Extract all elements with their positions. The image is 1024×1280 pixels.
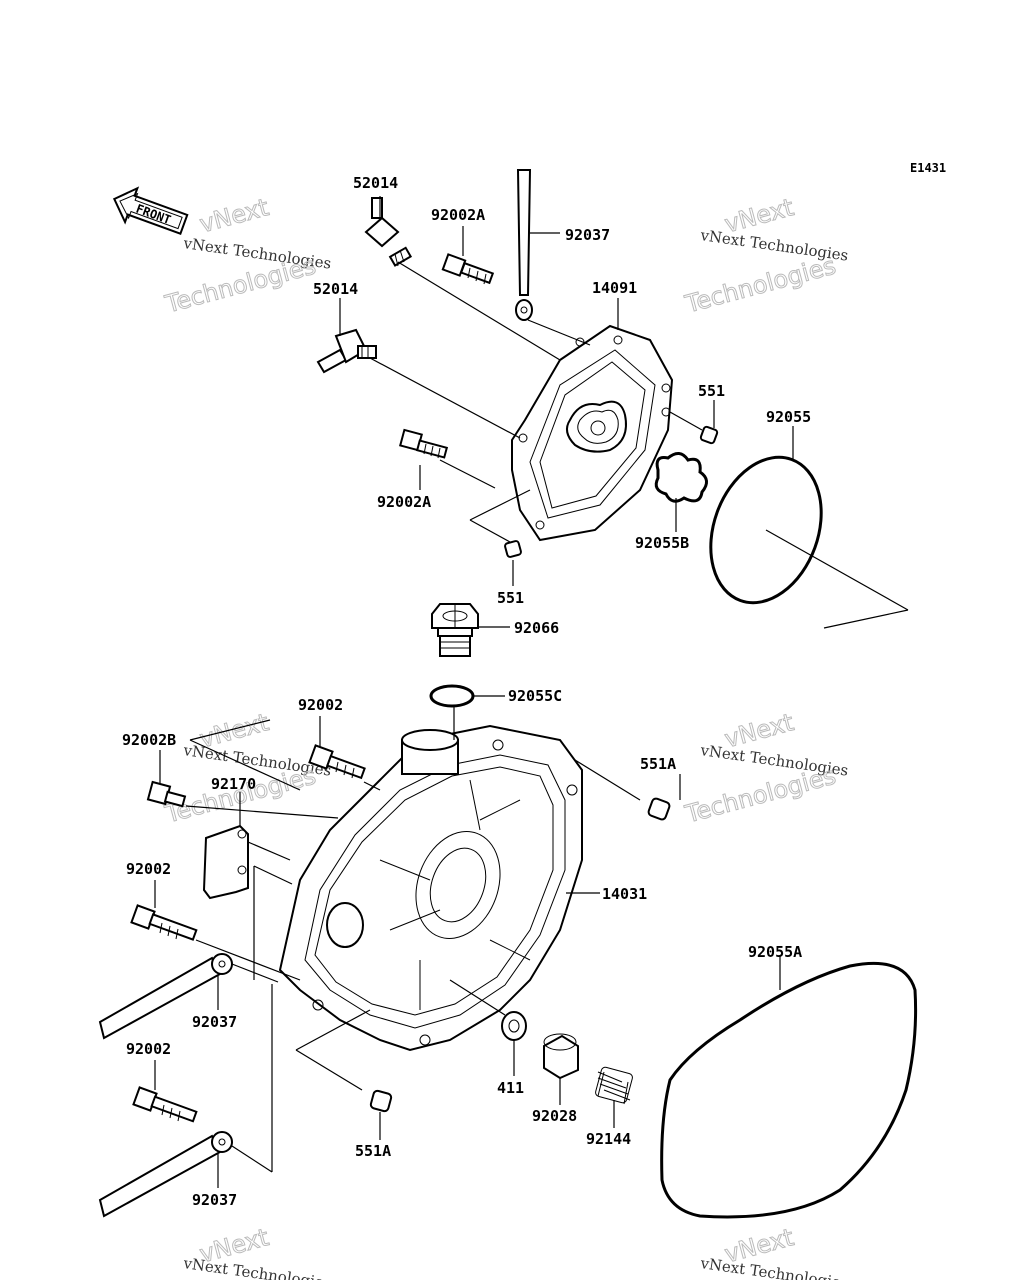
fitting-52014-upper bbox=[364, 197, 413, 267]
diagram-id: E1431 bbox=[910, 161, 946, 175]
washer-411 bbox=[501, 1011, 527, 1041]
label-551A-bottom: 551A bbox=[355, 1142, 391, 1160]
bushing-92028 bbox=[543, 1033, 579, 1080]
bolt-92002B bbox=[146, 780, 187, 808]
label-92037-top: 92037 bbox=[565, 226, 610, 244]
plug-92066 bbox=[431, 603, 479, 657]
spring-92144 bbox=[595, 1066, 633, 1105]
leader-lines bbox=[154, 196, 909, 1188]
label-92002-top: 92002 bbox=[298, 696, 343, 714]
clamp-92170 bbox=[202, 824, 249, 900]
watermark-bottom-left: vNext vNext Technologies bbox=[181, 1223, 332, 1280]
label-551-bottom: 551 bbox=[497, 589, 524, 607]
label-92055B: 92055B bbox=[635, 534, 689, 552]
dowel-551A-right bbox=[647, 797, 671, 821]
label-14091: 14091 bbox=[592, 279, 637, 297]
label-92055A: 92055A bbox=[748, 943, 802, 961]
strap-92037-left2 bbox=[98, 1131, 233, 1218]
dowel-551-right bbox=[699, 425, 719, 445]
label-551A-right: 551A bbox=[640, 755, 676, 773]
bolt-92002-left2 bbox=[132, 1086, 198, 1123]
label-92055C: 92055C bbox=[508, 687, 562, 705]
bolt-92002A-top bbox=[441, 253, 495, 285]
bolt-92002-top bbox=[308, 744, 366, 780]
label-411: 411 bbox=[497, 1079, 524, 1097]
watermark-line1: vNext bbox=[197, 193, 272, 238]
watermark-line2: vNext Technologies bbox=[698, 1254, 849, 1280]
front-arrow-icon: FRONT bbox=[112, 186, 189, 235]
bolt-92002A-mid bbox=[399, 428, 449, 459]
label-92066: 92066 bbox=[514, 619, 559, 637]
o-ring-92055 bbox=[709, 455, 823, 605]
label-14031: 14031 bbox=[602, 885, 647, 903]
label-92037-left1: 92037 bbox=[192, 1013, 237, 1031]
watermark-line3: Technologies bbox=[682, 251, 839, 318]
watermark-line3: Technologies bbox=[682, 761, 839, 828]
label-92002-left2: 92002 bbox=[126, 1040, 171, 1058]
label-92002A-top: 92002A bbox=[431, 206, 485, 224]
label-92170: 92170 bbox=[211, 775, 256, 793]
part-labels: 52014 92002A 92037 52014 14091 551 92055… bbox=[122, 174, 811, 1209]
dowel-551-bottom bbox=[504, 540, 522, 558]
label-92002A-mid: 92002A bbox=[377, 493, 431, 511]
gasket-92055A bbox=[660, 961, 918, 1219]
housing-14031 bbox=[278, 724, 583, 1052]
label-52014-upper: 52014 bbox=[353, 174, 398, 192]
watermark-mid-right: vNext vNext Technologies Technologies bbox=[681, 708, 849, 829]
label-92028: 92028 bbox=[532, 1107, 577, 1125]
watermark-top-right: vNext vNext Technologies Technologies bbox=[681, 193, 849, 319]
watermark-bottom-right: vNext vNext Technologies bbox=[698, 1223, 849, 1280]
gasket-92055B bbox=[654, 452, 708, 503]
label-92037-left2: 92037 bbox=[192, 1191, 237, 1209]
label-92002-left1: 92002 bbox=[126, 860, 171, 878]
label-92002B: 92002B bbox=[122, 731, 176, 749]
label-92055: 92055 bbox=[766, 408, 811, 426]
watermark-line2: vNext Technologies bbox=[181, 1254, 332, 1280]
watermark-line3: Technologies bbox=[162, 251, 319, 318]
strap-92037-left1 bbox=[98, 953, 233, 1040]
strap-92037-top bbox=[515, 169, 533, 321]
label-52014-lower: 52014 bbox=[313, 280, 358, 298]
dowel-551A-bottom bbox=[369, 1089, 393, 1113]
label-551-right: 551 bbox=[698, 382, 725, 400]
fitting-52014-lower bbox=[316, 328, 377, 374]
bolt-92002-left1 bbox=[130, 904, 198, 941]
watermark-top-left: vNext vNext Technologies Technologies bbox=[161, 193, 332, 319]
cover-plate-14091 bbox=[511, 324, 674, 542]
o-ring-92055C bbox=[429, 684, 475, 708]
label-92144: 92144 bbox=[586, 1130, 631, 1148]
